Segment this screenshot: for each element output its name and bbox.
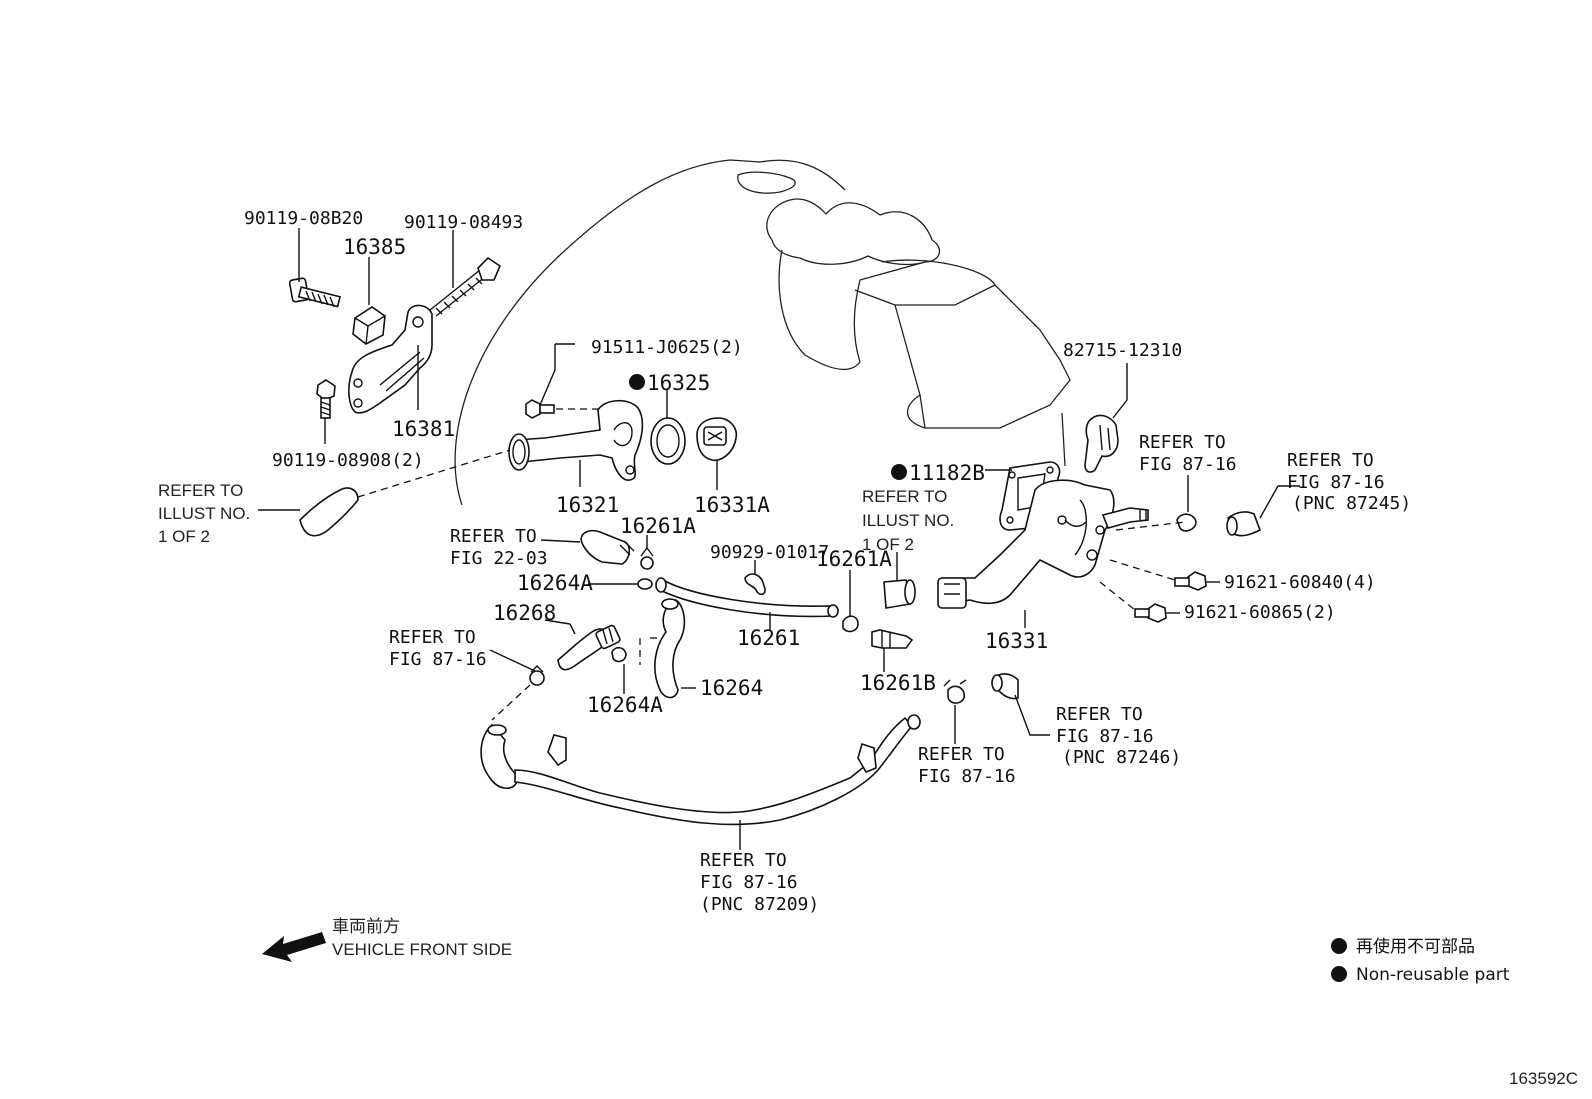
hose-16264-shape [654, 598, 686, 699]
label-16268: 16268 [493, 601, 556, 625]
clamp-fig8716-center-shape [943, 679, 967, 704]
ref-fig8716-center-1: REFER TO [918, 744, 1005, 765]
pipe-16261b-shape [871, 629, 914, 649]
legend-en: Non-reusable part [1356, 965, 1510, 985]
bolt-91511-shape [525, 399, 555, 419]
hose-16268-shape [557, 624, 621, 671]
label-16331: 16331 [985, 629, 1048, 653]
ref-fig8716-87245-3: (PNC 87245) [1292, 493, 1411, 514]
clamp-16261a-1-shape [640, 546, 654, 570]
label-90119-08908: 90119-08908(2) [272, 450, 424, 471]
hose-87245-shape [1226, 511, 1262, 537]
pump-16331-shape [937, 479, 1149, 609]
water-pump-group [937, 363, 1300, 628]
clip-90929-shape [744, 573, 766, 596]
label-91621-60865: 91621-60865(2) [1184, 602, 1336, 623]
label-16381: 16381 [392, 417, 455, 441]
legend-dot-icon [1331, 938, 1347, 954]
label-16321: 16321 [556, 493, 619, 517]
label-16261a-2: 16261A [816, 547, 892, 571]
nonreusable-marker-icon [629, 374, 645, 390]
bracket-82715-shape [1084, 414, 1119, 473]
illust-hose-mid-shape [883, 579, 916, 609]
gasket-16325-shape [650, 417, 686, 465]
label-91621-60840: 91621-60840(4) [1224, 572, 1376, 593]
ref-illust-mid-1: REFER TO [862, 487, 947, 506]
front-arrow-icon [262, 932, 326, 962]
label-16325: 16325 [647, 371, 710, 395]
ref-fig8716-87246-3: (PNC 87246) [1062, 747, 1181, 768]
label-16261a-1: 16261A [620, 514, 696, 538]
ref-illust-mid-3: 1 OF 2 [862, 535, 914, 554]
bolt-90119-08493-shape [429, 256, 501, 317]
label-91511: 91511-J0625(2) [591, 337, 743, 358]
front-label-jp: 車両前方 [332, 917, 400, 936]
label-16261b: 16261B [860, 671, 936, 695]
legend-jp: 再使用不可部品 [1356, 936, 1475, 957]
label-11182b: 11182B [909, 461, 985, 485]
label-90119-08493: 90119-08493 [404, 212, 523, 233]
ref-fig8716-87245-2: FIG 87-16 [1287, 472, 1385, 493]
diagram-id: 163592C [1509, 1069, 1578, 1088]
label-90929: 90929-01017 [710, 542, 829, 563]
ref-fig8716-87246-1: REFER TO [1056, 704, 1143, 725]
nut-16385-shape [352, 306, 386, 345]
ref-fig8716-bottom-3: (PNC 87209) [700, 894, 819, 915]
label-16264a-1: 16264A [517, 571, 593, 595]
ref-fig8716-left-2: FIG 87-16 [389, 649, 487, 670]
nonreusable-marker-icon [891, 464, 907, 480]
bracket-group [288, 228, 501, 444]
ref-fig8716-left-1: REFER TO [389, 627, 476, 648]
part-labels: 90119-08B20 90119-08493 16385 16381 9011… [244, 208, 1376, 717]
label-82715: 82715-12310 [1063, 340, 1182, 361]
ref-illust-left-2: ILLUST NO. [158, 504, 250, 523]
clamp-16261a-2-shape [842, 615, 859, 633]
front-label-en: VEHICLE FRONT SIDE [332, 940, 512, 959]
legend-dot-icon [1331, 966, 1347, 982]
ref-fig8716-top-1: REFER TO [1139, 432, 1226, 453]
label-90119-08b20: 90119-08B20 [244, 208, 363, 229]
clamp-fig8716-top-shape [1176, 513, 1197, 532]
bolt-91621-60840-shape [1174, 571, 1207, 591]
ref-fig2203-1: REFER TO [450, 526, 537, 547]
ref-fig8716-bottom-2: FIG 87-16 [700, 872, 798, 893]
clamp-16264a-2-shape [611, 646, 627, 663]
ref-fig8716-bottom-1: REFER TO [700, 850, 787, 871]
hose-87246-shape [991, 673, 1019, 700]
ref-fig8716-87245-1: REFER TO [1287, 450, 1374, 471]
ref-fig8716-center-2: FIG 87-16 [918, 766, 1016, 787]
ref-illust-left-3: 1 OF 2 [158, 527, 210, 546]
ref-fig8716-top-2: FIG 87-16 [1139, 454, 1237, 475]
bolt-91621-60865-shape [1134, 603, 1167, 623]
vehicle-front-indicator: 車両前方 VEHICLE FRONT SIDE [262, 917, 512, 962]
reference-notes: REFER TO ILLUST NO. 1 OF 2 REFER TO ILLU… [158, 432, 1411, 915]
ref-fig2203-2: FIG 22-03 [450, 548, 548, 569]
ref-illust-left-1: REFER TO [158, 481, 243, 500]
outlet-16321-shape [508, 399, 644, 481]
bolt-90119-08908-shape [316, 379, 336, 419]
hose-16261-shape [655, 577, 839, 618]
clamp-fig8716-left-shape [529, 665, 545, 686]
legend: 再使用不可部品 Non-reusable part [1331, 936, 1510, 985]
thermostat-16331a-shape [696, 417, 738, 462]
engine-outline [454, 159, 1071, 506]
label-16264a-2: 16264A [587, 693, 663, 717]
bolt-90119-08b20-shape [288, 277, 341, 308]
hose-group [489, 529, 839, 721]
water-outlet-group [508, 343, 738, 490]
label-16331a: 16331A [694, 493, 770, 517]
clamp-16264a-1-shape [637, 578, 653, 590]
ref-fig8716-87246-2: FIG 87-16 [1056, 726, 1154, 747]
pipe-16261a-group [842, 552, 1050, 744]
label-16261: 16261 [737, 626, 800, 650]
label-16264: 16264 [700, 676, 763, 700]
illust-hose-left [258, 449, 511, 537]
bypass-pipe-87209 [480, 714, 921, 850]
ref-illust-mid-2: ILLUST NO. [862, 511, 954, 530]
pipe-fig22-shape [580, 529, 635, 565]
label-16385: 16385 [343, 235, 406, 259]
